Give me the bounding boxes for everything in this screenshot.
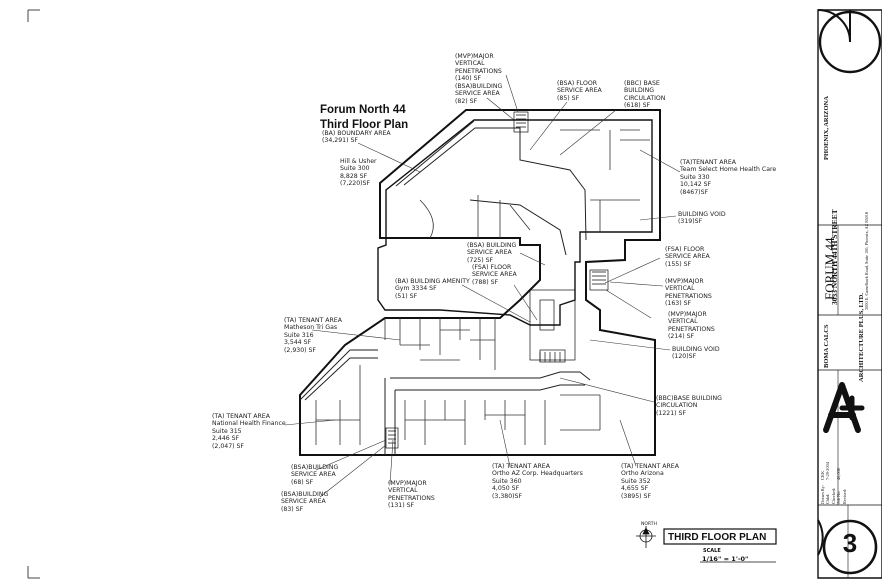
project-city: PHOENIX, ARIZONA — [823, 96, 830, 160]
area-label: BUILDING VOID (120)SF — [672, 346, 720, 361]
area-label: (TA) TENANT AREA Matheson Tri Gas Suite … — [284, 317, 342, 354]
plan-title-line-1: Forum North 44 — [320, 104, 406, 116]
area-label: (MVP)MAJOR VERTICAL PENETRATIONS (140) S… — [455, 53, 502, 83]
north-label: NORTH — [641, 522, 657, 527]
area-label: (FSA) FLOOR SERVICE AREA (155) SF — [665, 246, 710, 268]
area-label: (BSA)BUILDING SERVICE AREA (68) SF — [291, 464, 339, 486]
sheet-title-box — [663, 528, 777, 563]
project-street: 3033 NORTH 44TH STREET — [830, 209, 839, 305]
title-block-values: CKK 7-29-2004 40,006 — [820, 462, 842, 480]
scale-label: SCALE — [703, 548, 721, 554]
interior-walls — [315, 129, 650, 445]
area-label: (BBC)BASE BUILDING CIRCULATION (1221) SF — [656, 395, 722, 417]
area-label: (BBC) BASE BUILDING CIRCULATION (618) SF — [624, 80, 666, 110]
area-label: (BSA)BUILDING SERVICE AREA (83) SF — [281, 491, 329, 513]
area-label: (MVP)MAJOR VERTICAL PENETRATIONS (214) S… — [668, 311, 715, 341]
area-label: (MVP)MAJOR VERTICAL PENETRATIONS (163) S… — [665, 278, 712, 308]
area-label: (MVP)MAJOR VERTICAL PENETRATIONS (131) S… — [388, 480, 435, 510]
area-label: (FSA) FLOOR SERVICE AREA (788) SF — [472, 264, 517, 286]
firm-address: 3000 E. Camelback Road, Suite 100, Phoen… — [864, 211, 869, 310]
sheet-title: THIRD FLOOR PLAN — [668, 532, 767, 543]
core-stairs — [385, 111, 609, 449]
leader-lines — [284, 74, 681, 498]
title-block-fields: Drawn By: Chkd: Checked: Job No: Revised… — [820, 485, 847, 504]
building-outline — [299, 109, 661, 456]
area-label: BUILDING VOID (319)SF — [678, 211, 726, 226]
area-label: (BSA)BUILDING SERVICE AREA (82) SF — [455, 83, 503, 105]
sheet-number: 3 — [842, 528, 858, 558]
area-label: (BA) BOUNDARY AREA (34,291) SF — [322, 130, 391, 145]
area-label: (TA) TENANT AREA Ortho AZ Corp. Headquar… — [492, 463, 583, 500]
area-label: Hill & Usher Suite 300 8,828 SF (7,220)S… — [340, 158, 377, 188]
area-label: (TA) TENANT AREA National Health Finance… — [212, 413, 286, 450]
corridor-lines — [299, 120, 591, 455]
area-label: (BA) BUILDING AMENITY Gym 3334 SF (51) S… — [395, 278, 470, 300]
plan-title-line-2: Third Floor Plan — [320, 119, 409, 131]
area-label: (BSA) FLOOR SERVICE AREA (85) SF — [557, 80, 602, 102]
title-block — [817, 9, 882, 579]
area-label: (BSA) BUILDING SERVICE AREA (725) SF — [467, 242, 517, 264]
north-arrow-icon — [636, 526, 656, 548]
area-label: (TA) TENANT AREA Ortho Arizona Suite 352… — [621, 463, 679, 500]
plan-title: Forum North 44 Third Floor Plan — [320, 103, 408, 133]
scale-value: 1/16" = 1'-0" — [702, 555, 749, 563]
area-label: (TA)TENANT AREA Team Select Home Health … — [680, 159, 777, 196]
calc-label: BOMA CALCS — [823, 324, 830, 368]
